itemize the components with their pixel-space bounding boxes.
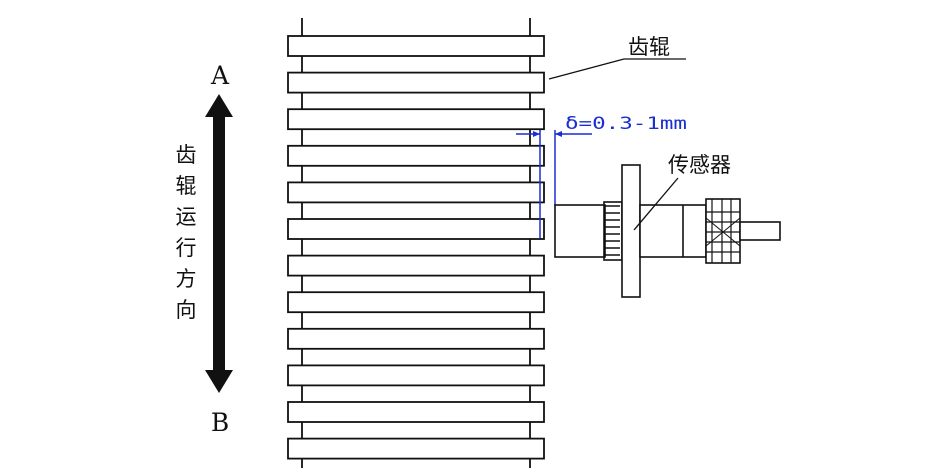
roller-tooth xyxy=(287,144,545,167)
roller-tooth xyxy=(287,437,545,460)
direction-char: 齿 xyxy=(176,143,197,167)
roller-tooth xyxy=(287,218,545,240)
sensor-thread-body xyxy=(603,201,623,261)
gap-label: δ=0.3-1mm xyxy=(565,114,687,134)
gap-arrow-left xyxy=(533,131,540,137)
direction-label-b: B xyxy=(211,408,229,437)
roller-tooth xyxy=(287,254,545,277)
arrow-shaft xyxy=(213,116,225,372)
direction-arrow xyxy=(205,94,233,393)
gap-dimension xyxy=(516,130,592,238)
gap-arrow-right xyxy=(555,131,562,137)
sensor-flange xyxy=(621,164,641,298)
sensor-connector-cross xyxy=(705,217,741,247)
arrow-head-down xyxy=(205,370,233,393)
direction-char: 行 xyxy=(176,236,197,260)
direction-label-a: A xyxy=(210,61,230,90)
direction-char: 方 xyxy=(176,267,197,291)
sensor-cable xyxy=(739,221,781,241)
roller-leader-line xyxy=(548,58,625,80)
arrow-head-up xyxy=(205,94,233,117)
roller-tooth xyxy=(287,327,545,350)
roller-tooth xyxy=(287,35,545,57)
sensor-probe xyxy=(554,204,606,258)
direction-char: 向 xyxy=(176,298,197,322)
gear-roller xyxy=(287,18,545,468)
roller-tooth xyxy=(287,181,545,204)
sensor xyxy=(554,164,781,298)
roller-tooth xyxy=(287,291,545,314)
sensor-leader-line xyxy=(633,177,679,231)
roller-tooth xyxy=(287,71,545,94)
direction-char: 运 xyxy=(176,205,197,229)
sensor-label: 传感器 xyxy=(668,153,731,177)
sensor-thread xyxy=(605,205,620,256)
roller-tooth xyxy=(287,401,545,423)
sensor-body xyxy=(639,204,707,258)
roller-tooth xyxy=(287,108,545,131)
roller-teeth xyxy=(287,35,545,460)
sensor-connector xyxy=(705,198,741,264)
roller-label: 齿辊 xyxy=(628,35,670,59)
direction-char: 辊 xyxy=(176,174,197,198)
roller-tooth xyxy=(287,364,545,387)
